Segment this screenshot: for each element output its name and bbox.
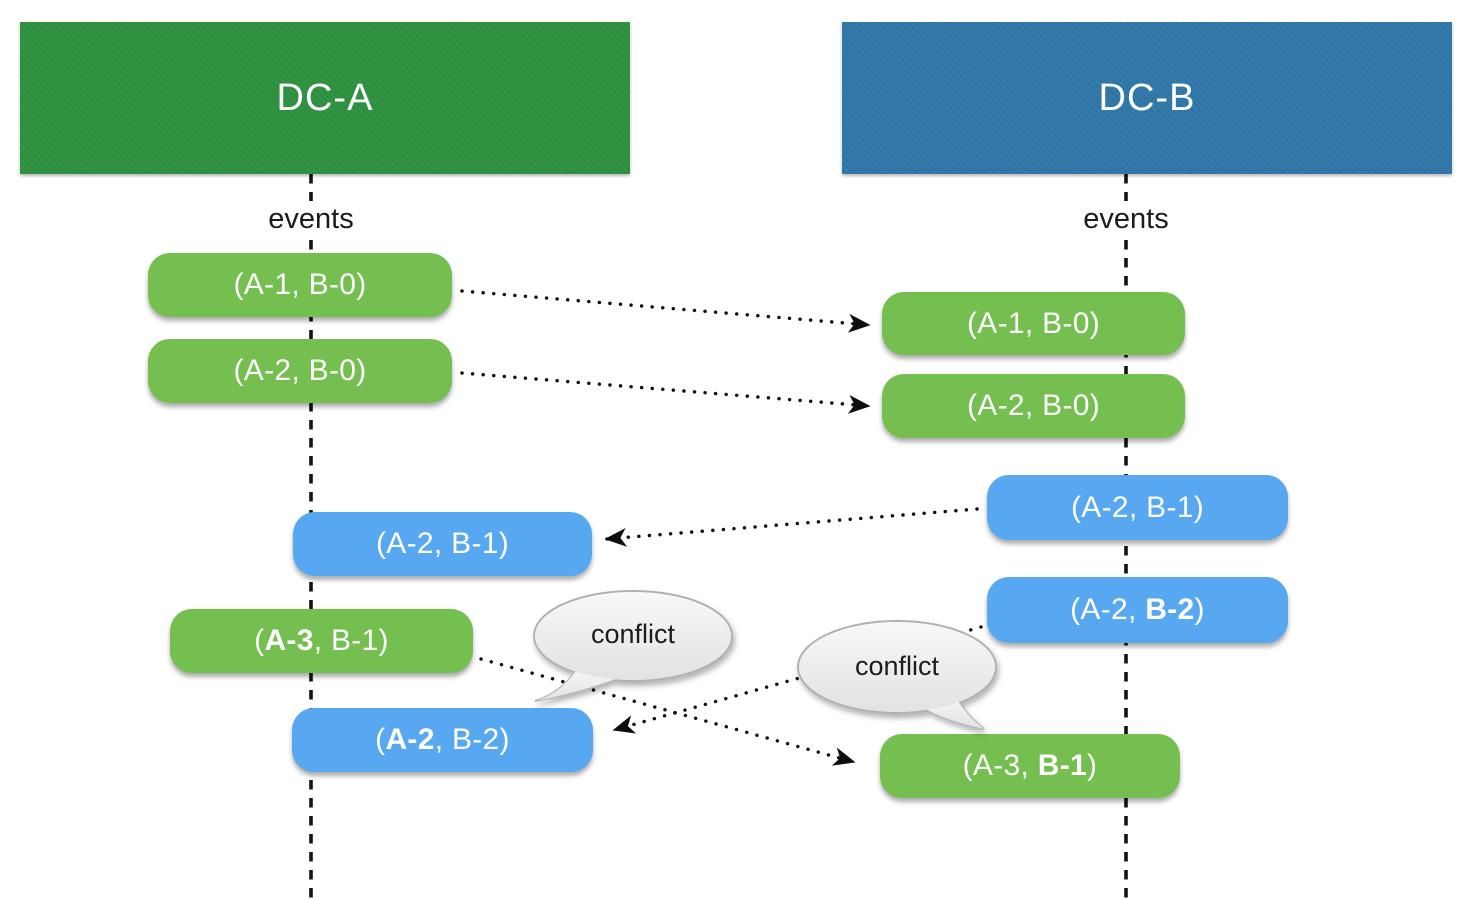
pill-text: (A-2, [1070, 593, 1146, 626]
dc-b-title: DC-B [1098, 76, 1196, 119]
event-pill-b4: (A-2, B-2) [987, 577, 1288, 643]
conflict-bubble-right-tail [918, 693, 985, 730]
replication-arrow-b1-to-a [604, 507, 979, 547]
conflict-bubble-left-tail [534, 666, 622, 702]
pill-text-bold: B-1 [1037, 749, 1088, 782]
pill-text: (A-2, B-1) [1070, 490, 1205, 524]
pill-text: ( [375, 723, 386, 756]
event-pill-a3-replicated-b1: (A-2, B-1) [293, 512, 592, 576]
replication-arrow-a1-to-b [460, 289, 871, 333]
conflict-bubble-right-tail-fill [921, 695, 984, 729]
event-pill-a1: (A-1, B-0) [148, 253, 452, 317]
pill-text-bold: B-2 [1145, 593, 1195, 626]
pill-text: ) [1087, 749, 1098, 782]
event-pill-a2: (A-2, B-0) [148, 339, 452, 403]
pill-text: (A-1, B-0) [233, 268, 367, 301]
pill-text: (A-2, B-1) [375, 527, 510, 560]
dc-a-title: DC-A [276, 76, 374, 119]
pill-text: , B-1) [313, 624, 389, 657]
dc-a-events-label: events [268, 203, 354, 235]
event-pill-b2-replicated-a2: (A-2, B-0) [882, 374, 1185, 438]
pill-text: (A-3, [962, 749, 1038, 782]
pill-text-bold: A-3 [264, 624, 314, 657]
pill-text: (A-2, B-0) [233, 354, 367, 387]
dc-b-box: DC-B [842, 22, 1452, 174]
dc-b-events-label: events [1083, 203, 1169, 235]
conflict-label-left: conflict [590, 619, 676, 649]
conflict-label-right: conflict [854, 651, 940, 681]
pill-text: (A-2, B-0) [966, 389, 1101, 422]
pill-text: ( [254, 624, 265, 657]
pill-text: (A-1, B-0) [966, 306, 1101, 340]
event-pill-a4: (A-3, B-1) [170, 609, 473, 673]
pill-text: , B-2) [434, 723, 510, 756]
pill-text-bold: A-2 [385, 723, 435, 756]
pill-text: ) [1194, 593, 1205, 626]
event-pill-b5-replicated-a3: (A-3, B-1) [880, 734, 1180, 798]
event-pill-b3: (A-2, B-1) [987, 475, 1288, 540]
dc-a-box: DC-A [20, 22, 630, 174]
event-pill-a5-replicated-b2: (A-2, B-2) [292, 708, 593, 772]
event-pill-b1-replicated-a1: (A-1, B-0) [882, 292, 1185, 355]
replication-arrow-a2-to-b [460, 371, 871, 414]
conflict-bubble-left-tail-fill [535, 668, 618, 701]
